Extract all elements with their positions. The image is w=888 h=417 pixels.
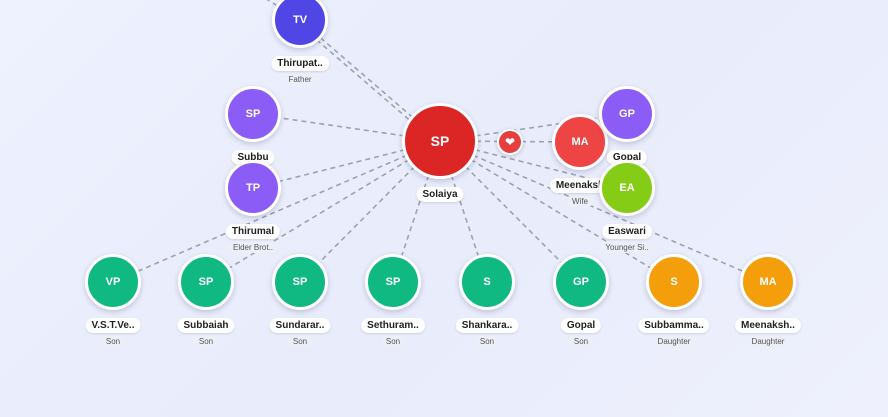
avatar[interactable]: GP — [553, 254, 609, 310]
edge-solaiya-subbamma — [439, 140, 675, 283]
person-name: Thirumal — [225, 224, 281, 239]
relationship-label: Son — [568, 336, 594, 347]
person-name: Meenaksh.. — [735, 318, 801, 333]
avatar[interactable]: S — [646, 254, 702, 310]
person-name: Subbaiah — [177, 318, 235, 333]
edge-solaiya-shankara — [439, 140, 488, 283]
avatar[interactable]: MA — [552, 114, 608, 170]
person-name: Sethuram.. — [361, 318, 425, 333]
avatar[interactable]: EA — [599, 160, 655, 216]
avatar[interactable]: VP — [85, 254, 141, 310]
avatar[interactable]: GP — [599, 86, 655, 142]
person-name: Solaiya — [416, 187, 464, 202]
edge-solaiya-meenakshi-daughter — [439, 140, 769, 283]
relationship-label: Son — [474, 336, 500, 347]
relationship-label: Son — [100, 336, 126, 347]
avatar[interactable]: SP — [365, 254, 421, 310]
avatar[interactable]: TV — [272, 0, 328, 48]
person-name: Gopal — [560, 318, 602, 333]
person-name: Meenaksh — [549, 178, 611, 193]
relationship-label: Elder Brot.. — [227, 242, 279, 253]
avatar[interactable]: SP — [272, 254, 328, 310]
person-name: Thirupat.. — [271, 56, 329, 71]
relationship-label: Son — [380, 336, 406, 347]
relationship-label: Daughter — [652, 336, 696, 347]
relationship-label: Daughter — [746, 336, 790, 347]
relationship-label: Father — [283, 74, 317, 85]
avatar[interactable]: SP — [225, 86, 281, 142]
relationship-label: Son — [193, 336, 219, 347]
avatar[interactable]: SP — [178, 254, 234, 310]
avatar[interactable]: SP — [402, 103, 478, 179]
edge-solaiya-gopal-son — [439, 140, 582, 283]
edge-solaiya-sundarar — [299, 140, 441, 283]
edge-solaiya-sethuram — [392, 140, 441, 283]
relationship-label: Wife — [567, 196, 593, 207]
edge-solaiya-subbaiah — [205, 140, 441, 283]
avatar[interactable]: TP — [225, 160, 281, 216]
avatar[interactable]: MA — [740, 254, 796, 310]
person-name: Subbamma.. — [638, 318, 710, 333]
person-name: Easwari — [602, 224, 652, 239]
person-name: Shankara.. — [455, 318, 519, 333]
avatar[interactable]: S — [459, 254, 515, 310]
person-name: Sundarar.. — [269, 318, 331, 333]
relationship-label: Younger Si.. — [600, 242, 654, 253]
relationship-label: Son — [287, 336, 313, 347]
heart-icon[interactable]: ❤ — [497, 129, 523, 155]
person-name: V.S.T.Ve.. — [85, 318, 141, 333]
